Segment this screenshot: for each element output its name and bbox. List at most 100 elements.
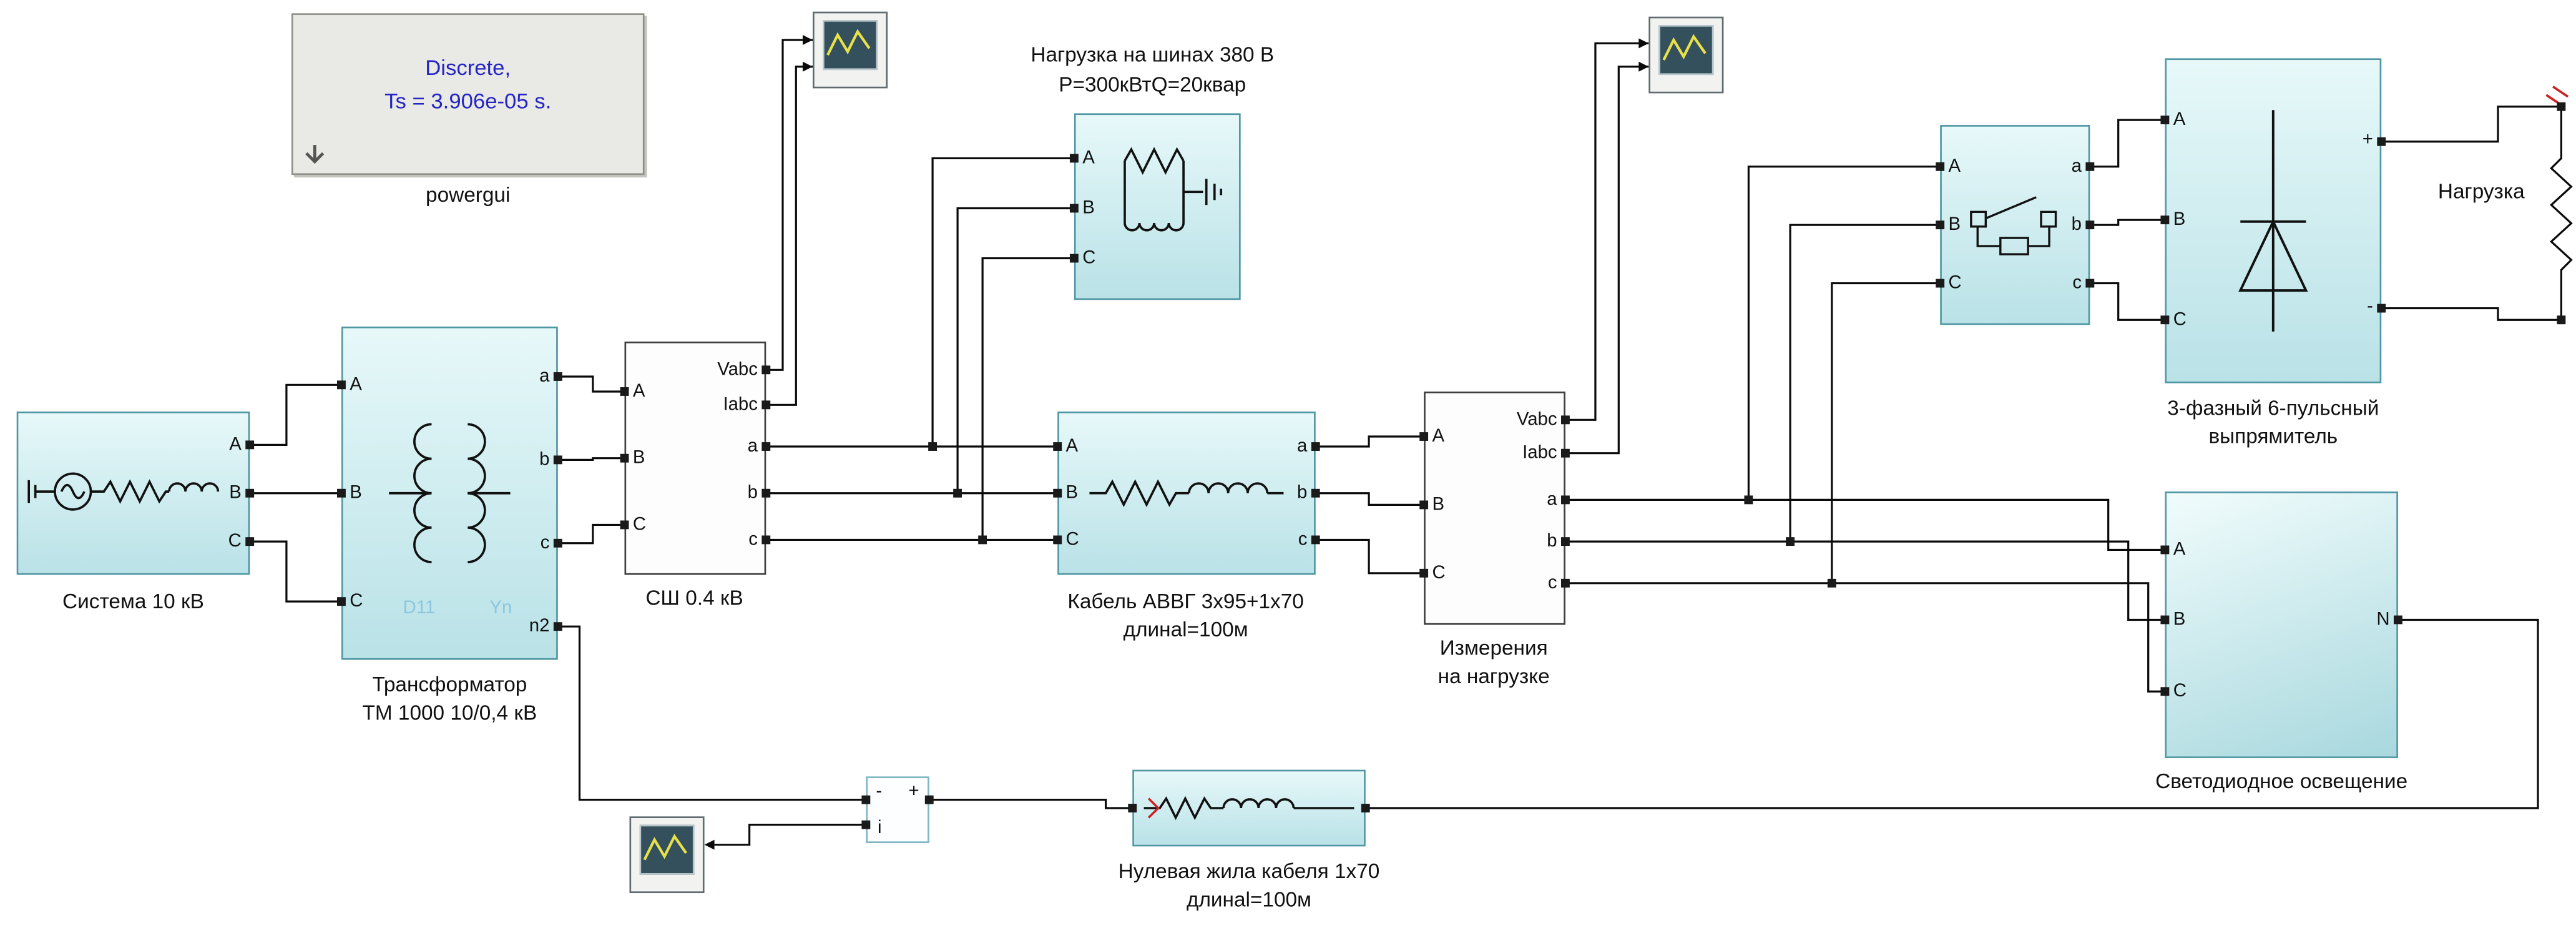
wire[interactable] <box>1831 282 1941 583</box>
scope-screen-icon <box>822 20 878 71</box>
wire[interactable] <box>557 375 625 393</box>
wire[interactable] <box>981 257 1074 540</box>
port-label-B: B <box>229 483 242 503</box>
cable-label-line1: Кабель АВВГ 3х95+1х70 <box>1067 590 1304 613</box>
wire[interactable] <box>1315 538 1424 575</box>
port-label-A: A <box>2173 110 2186 131</box>
wire[interactable] <box>714 824 866 846</box>
port-label-plus: + <box>2362 130 2373 151</box>
block-breaker[interactable]: A B C a b c <box>1940 125 2090 325</box>
parallel-rlc-icon <box>1124 147 1223 232</box>
scope-bus-voltage[interactable] <box>812 11 888 89</box>
block-rectifier[interactable]: A B C + - <box>2165 58 2382 383</box>
port-label-B: B <box>1948 215 1961 235</box>
wire[interactable] <box>2090 282 2165 321</box>
port-label-Iabc: Iabc <box>723 395 758 415</box>
port-label-c: c <box>540 533 550 553</box>
terminal-label-minus: - <box>876 781 883 802</box>
wire[interactable] <box>929 799 1133 809</box>
port-label-C: C <box>1082 248 1096 269</box>
dc-load-resistor-icon <box>2550 106 2573 320</box>
wire[interactable] <box>956 207 1074 493</box>
wire[interactable] <box>2090 219 2165 226</box>
port-label-A: A <box>1065 437 1079 457</box>
cable-label-line2: длинаl=100м <box>1123 618 1248 642</box>
port-label-n2: n2 <box>529 616 550 637</box>
block-load-measurement[interactable]: A B C Vabc Iabc a b c <box>1424 391 1565 625</box>
port-label-b: b <box>747 483 758 503</box>
wire[interactable] <box>1565 498 2165 551</box>
port-label-A: A <box>229 435 242 455</box>
wire[interactable] <box>2381 106 2562 143</box>
block-cable[interactable]: A B C a b c <box>1057 411 1316 575</box>
port-label-B: B <box>632 448 645 468</box>
port-label-C: C <box>1065 530 1079 550</box>
powergui-solver-line2: Ts = 3.906e-05 s. <box>384 88 552 114</box>
wire[interactable] <box>2381 307 2562 321</box>
wire[interactable] <box>250 383 341 446</box>
wire[interactable] <box>1365 618 2539 809</box>
block-transformer[interactable]: A B C a b c n2 D11 Yn <box>341 326 558 660</box>
port-label-a: a <box>2071 156 2082 177</box>
wire[interactable] <box>2090 119 2165 168</box>
wire[interactable] <box>1747 165 1941 500</box>
led-lighting-label: Светодиодное освещение <box>2155 769 2408 793</box>
bus-load-title-line2: P=300кВтQ=20квар <box>1059 73 1246 97</box>
load-measurement-label-line1: Измерения <box>1439 636 1548 660</box>
port-label-B: B <box>2173 610 2186 630</box>
port-label-minus: - <box>2367 296 2373 317</box>
block-led-lighting[interactable]: A B C N <box>2165 491 2398 758</box>
wire[interactable] <box>1315 492 1424 506</box>
port-label-c: c <box>2072 273 2082 294</box>
winding-config-secondary: Yn <box>489 598 512 618</box>
port-label-a: a <box>1547 490 1557 510</box>
block-powergui[interactable]: Discrete, Ts = 3.906e-05 s. <box>291 13 645 175</box>
wire[interactable] <box>557 523 625 545</box>
block-bus-load[interactable]: A B C <box>1074 113 1241 300</box>
wire[interactable] <box>766 39 813 371</box>
port-label-B: B <box>1065 483 1079 503</box>
load-measurement-label-line2: на нагрузке <box>1437 664 1550 688</box>
transformer-label-line1: Трансформатор <box>372 673 527 697</box>
wire[interactable] <box>931 157 1074 447</box>
block-source-system-10kv[interactable]: A B C <box>16 411 250 575</box>
port-label-b: b <box>1297 483 1308 503</box>
scope-load-voltage[interactable] <box>1648 16 1724 94</box>
scope-screen-icon <box>639 824 695 875</box>
block-current-measurement[interactable]: - + i <box>866 776 929 844</box>
port-label-c: c <box>1298 530 1308 550</box>
wire[interactable] <box>1565 42 1649 421</box>
rl-branch-icon <box>1089 479 1284 508</box>
winding-config-primary: D11 <box>403 598 436 618</box>
port-label-B: B <box>2173 210 2186 230</box>
port-label-C: C <box>1432 563 1446 583</box>
wire[interactable] <box>1315 435 1424 448</box>
port-label-A: A <box>350 375 362 395</box>
transformer-winding-icon <box>389 423 511 563</box>
wire[interactable] <box>1565 582 2165 693</box>
port-label-a: a <box>747 437 758 457</box>
source-label: Система 10 кВ <box>62 590 204 613</box>
port-label-Vabc: Vabc <box>1516 410 1557 430</box>
transformer-label-line2: ТМ 1000 10/0,4 кВ <box>362 701 537 725</box>
block-neutral-cable[interactable] <box>1132 769 1366 847</box>
wire[interactable] <box>1789 224 1941 542</box>
port-label-C: C <box>228 531 242 552</box>
open-arrow-icon <box>305 145 325 164</box>
port-label-B: B <box>1432 495 1445 515</box>
wire[interactable] <box>557 457 625 461</box>
powergui-solver-line1: Discrete, <box>425 55 511 81</box>
wire[interactable] <box>1565 540 2165 621</box>
wire[interactable] <box>250 540 341 603</box>
port-label-C: C <box>2173 310 2187 330</box>
port-label-a: a <box>539 366 550 387</box>
wire[interactable] <box>557 625 866 801</box>
wire[interactable] <box>1565 66 1649 455</box>
scope-neutral-current[interactable] <box>629 816 705 894</box>
port-label-A: A <box>1082 148 1095 169</box>
block-bus-measurement[interactable]: A B C Vabc Iabc a b c <box>624 341 766 575</box>
wire[interactable] <box>766 66 813 406</box>
neutral-cable-label-line2: длинаl=100м <box>1187 888 1311 912</box>
